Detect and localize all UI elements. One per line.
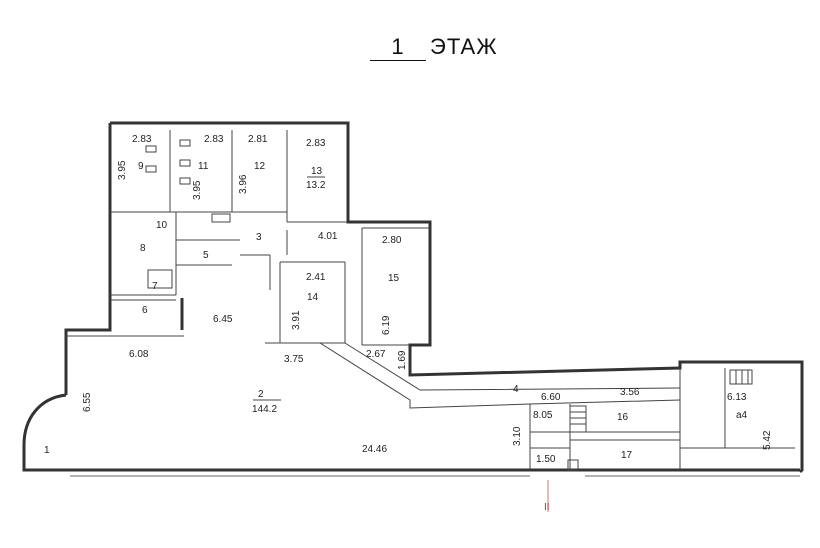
dim-6-19: 6.19 — [381, 315, 392, 335]
room-7: 7 — [152, 281, 158, 292]
room-2-area: 144.2 — [252, 404, 277, 415]
dim-1-69: 1.69 — [397, 350, 408, 370]
room-15: 15 — [388, 273, 400, 284]
dim-3-10: 3.10 — [512, 426, 523, 446]
dim-6-55: 6.55 — [82, 392, 93, 412]
outer-walls — [22, 121, 804, 474]
dim-8-05: 8.05 — [533, 410, 553, 421]
room-a4: a4 — [736, 410, 748, 421]
room-9: 9 — [138, 161, 144, 172]
dim-6-08: 6.08 — [129, 349, 149, 360]
dim-4-01: 4.01 — [318, 231, 338, 242]
floor-number: 1 — [370, 34, 426, 61]
room-13-area: 13.2 — [306, 180, 326, 191]
section-mark: II — [544, 502, 550, 513]
dim-24-46: 24.46 — [362, 444, 387, 455]
room-11: 11 — [198, 161, 209, 172]
room-1: 1 — [44, 445, 50, 456]
dim-6-45: 6.45 — [213, 314, 233, 325]
dimension-labels: 2.83 2.83 2.81 2.83 3.95 3.95 3.96 4.01 … — [82, 134, 773, 465]
room-8: 8 — [140, 243, 146, 254]
dim-3-95-b: 3.95 — [192, 180, 203, 200]
dim-3-91: 3.91 — [291, 310, 302, 330]
room-12: 12 — [254, 161, 266, 172]
dim-5-42: 5.42 — [762, 430, 773, 450]
floor-word: ЭТАЖ — [430, 34, 498, 59]
room-2: 2 — [258, 389, 264, 400]
dim-1-50: 1.50 — [536, 454, 556, 465]
room-17: 17 — [621, 450, 633, 461]
dim-3-75: 3.75 — [284, 354, 304, 365]
dim-3-95-a: 3.95 — [117, 160, 128, 180]
room-5: 5 — [203, 250, 209, 261]
sanitary-fixtures — [145, 139, 231, 289]
dim-2-67: 2.67 — [366, 349, 386, 360]
dim-2-80: 2.80 — [382, 235, 402, 246]
dim-6-60: 6.60 — [541, 392, 561, 403]
room-14: 14 — [307, 292, 319, 303]
room-16: 16 — [617, 412, 629, 423]
room-13: 13 — [311, 166, 323, 177]
room-10: 10 — [156, 220, 168, 231]
dim-3-56: 3.56 — [620, 387, 640, 398]
interior-walls — [66, 130, 795, 470]
room-3: 3 — [256, 232, 262, 243]
dim-2-83-c: 2.83 — [306, 138, 326, 149]
dim-2-81: 2.81 — [248, 134, 268, 145]
dim-2-83-a: 2.83 — [132, 134, 152, 145]
dim-3-96: 3.96 — [238, 174, 249, 194]
dim-6-13: 6.13 — [727, 392, 747, 403]
dim-2-83-b: 2.83 — [204, 134, 224, 145]
room-4: 4 — [513, 384, 519, 395]
room-numbers: 9 11 12 13 13.2 10 8 5 3 6 7 14 15 2 144… — [44, 161, 748, 461]
dim-2-41: 2.41 — [306, 272, 326, 283]
room-6: 6 — [142, 305, 148, 316]
stairs — [567, 369, 753, 471]
